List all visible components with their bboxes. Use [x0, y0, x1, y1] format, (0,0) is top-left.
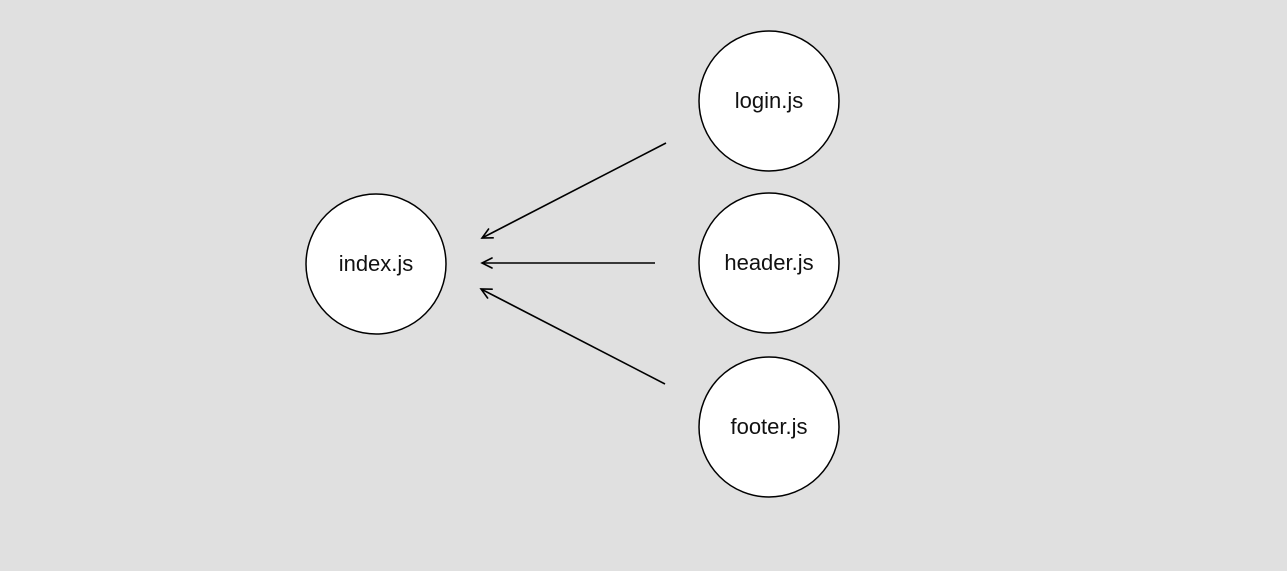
- node-label-header: header.js: [724, 250, 813, 275]
- node-circle-index[interactable]: [305, 193, 447, 335]
- node-header[interactable]: header.js: [698, 192, 840, 334]
- node-circle-login[interactable]: [698, 30, 840, 172]
- node-index[interactable]: index.js: [305, 193, 447, 335]
- edges-layer: [479, 142, 667, 385]
- node-login[interactable]: login.js: [698, 30, 840, 172]
- node-label-footer: footer.js: [730, 414, 807, 439]
- node-footer[interactable]: footer.js: [698, 356, 840, 498]
- node-label-index: index.js: [339, 251, 414, 276]
- node-circle-footer[interactable]: [698, 356, 840, 498]
- node-circle-header[interactable]: [698, 192, 840, 334]
- edge-footer-to-index: [479, 288, 666, 385]
- nodes-layer: index.js login.js header.js footer.js: [305, 30, 840, 498]
- edge-login-to-index: [480, 142, 667, 239]
- node-label-login: login.js: [735, 88, 803, 113]
